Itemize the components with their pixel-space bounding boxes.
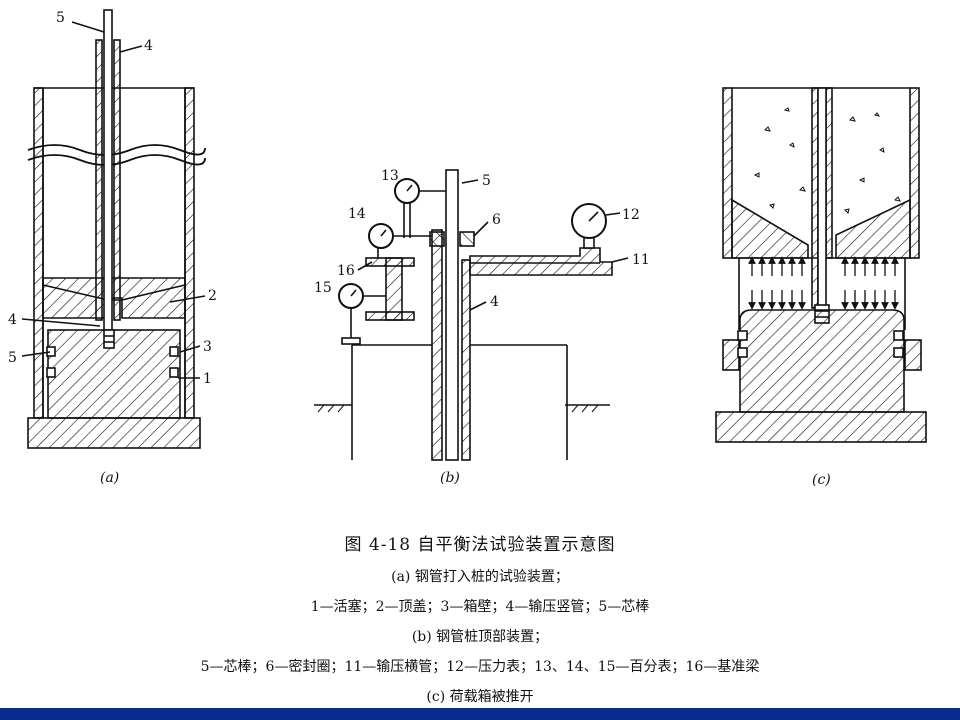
box-wall-left — [33, 87, 44, 419]
box-wall-right — [184, 87, 195, 419]
label-b-5: 5 — [482, 173, 491, 189]
base-c — [715, 411, 927, 443]
pipe-wall-left — [431, 229, 443, 461]
label-b-16: 16 — [337, 263, 355, 279]
horizontal-pipe — [469, 247, 613, 276]
caption-a-legend: 1—活塞；2—顶盖；3—箱壁；4—输压竖管；5—芯棒 — [310, 599, 650, 615]
panel-b-labels: 13 5 14 6 12 16 11 15 4 (b) — [314, 168, 650, 486]
caption-c-line: (c) 荷载箱被推开 — [426, 689, 534, 705]
label-b-4: 4 — [490, 294, 499, 310]
label-b-6: 6 — [492, 212, 501, 228]
seal-left — [429, 231, 445, 247]
seal-right — [459, 231, 475, 247]
label-a-4-left: 4 — [8, 312, 17, 328]
panel-a — [21, 9, 206, 449]
label-a-1: 1 — [203, 371, 212, 387]
base-a — [27, 417, 201, 449]
label-b-11: 11 — [632, 252, 650, 268]
caption-a-line: (a) 钢管打入桩的试验装置； — [391, 569, 569, 585]
sublabel-a: (a) — [100, 470, 119, 486]
label-a-2: 2 — [208, 288, 217, 304]
bottom-bar — [0, 708, 960, 720]
arrows-down — [748, 290, 899, 310]
sublabel-c: (c) — [812, 472, 831, 488]
pressure-pipe — [113, 39, 121, 321]
piston-c — [739, 309, 905, 413]
figure-title: 图 4-18 自平衡法试验装置示意图 — [344, 535, 616, 555]
caption-b-line: (b) 钢管桩顶部装置； — [411, 629, 549, 645]
panel-b — [314, 169, 629, 461]
label-a-4-top: 4 — [144, 38, 153, 54]
arrows-up — [748, 256, 899, 276]
core-bar — [103, 9, 113, 331]
label-b-13: 13 — [381, 168, 399, 184]
caption-b-legend: 5—芯棒；6—密封圈；11—输压横管；12—压力表；13、14、15—百分表；1… — [200, 659, 760, 675]
label-b-14: 14 — [348, 206, 366, 222]
label-a-3: 3 — [203, 339, 212, 355]
sublabel-b: (b) — [440, 470, 460, 486]
panel-c-labels: (c) — [812, 472, 831, 488]
cover-left — [731, 198, 809, 259]
core-bar-b — [445, 169, 459, 461]
pipe-wall-right — [461, 259, 471, 461]
label-b-12: 12 — [622, 207, 640, 223]
label-a-5-top: 5 — [56, 10, 65, 26]
label-a-5-left: 5 — [8, 350, 17, 366]
reference-beam — [385, 257, 403, 321]
concrete-fill — [753, 107, 901, 214]
panel-c — [715, 87, 927, 443]
figure-diagram: 5 4 2 3 1 4 5 (a) — [8, 9, 927, 488]
label-b-15: 15 — [314, 280, 332, 296]
cover-right — [835, 198, 911, 259]
panel-a-labels: 5 4 2 3 1 4 5 (a) — [8, 10, 217, 486]
